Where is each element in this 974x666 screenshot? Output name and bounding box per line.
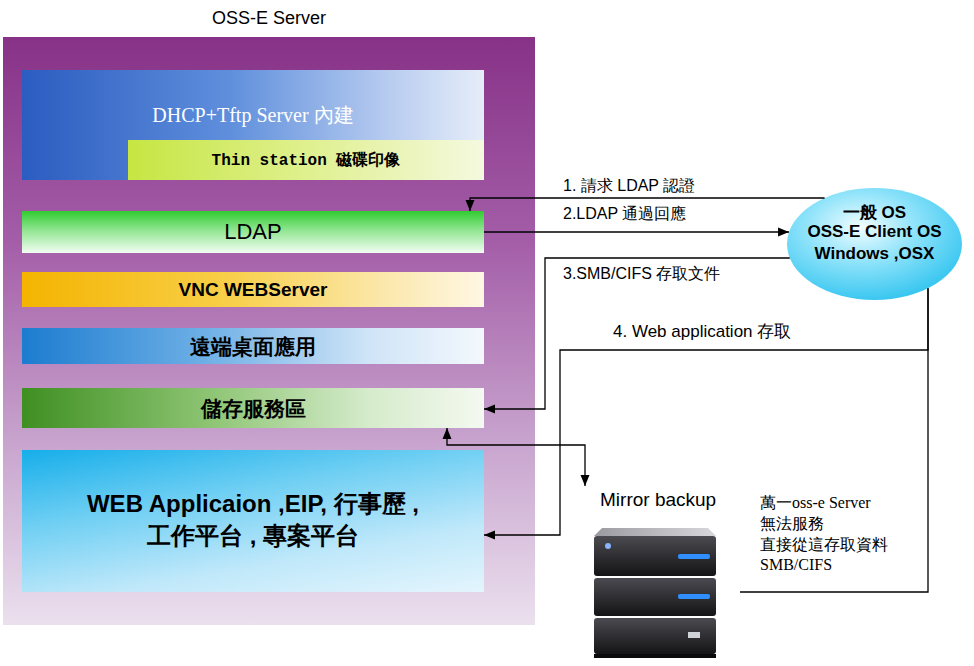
server-illustration bbox=[588, 522, 722, 662]
application-band: WEB Applicaion ,EIP, 行事歷 , 工作平台 , 專案平台 bbox=[22, 450, 484, 592]
server-unit bbox=[594, 578, 716, 616]
service-band: 遠端桌面應用 bbox=[22, 328, 484, 364]
arrow-head bbox=[466, 200, 475, 211]
service-band: VNC WEBServer bbox=[22, 272, 484, 307]
connector-line bbox=[447, 428, 585, 486]
node-text: 一般 OS bbox=[787, 201, 962, 224]
node-text: OSS-E Server bbox=[3, 8, 535, 29]
node-text: Thin station 磁碟印像 bbox=[128, 150, 484, 171]
arrow-head bbox=[484, 531, 495, 540]
server-base bbox=[594, 654, 716, 658]
connector-line bbox=[484, 288, 928, 535]
server-light bbox=[678, 594, 710, 599]
note-text: 萬一oss-e Server 無法服務 直接從這存取資料 SMB/CIFS bbox=[760, 493, 912, 574]
server-top bbox=[594, 528, 716, 536]
ellipse-shape bbox=[787, 188, 962, 300]
connector bbox=[443, 428, 590, 486]
node-text: Mirror backup bbox=[600, 489, 716, 511]
service-band: 儲存服務區 bbox=[22, 388, 484, 428]
service-band: LDAP bbox=[22, 211, 484, 253]
node-text: VNC WEBServer bbox=[22, 279, 484, 301]
edge-label: 4. Web application 存取 bbox=[613, 320, 791, 343]
connector bbox=[484, 228, 789, 237]
arrow-head bbox=[484, 405, 495, 414]
client-ellipse: 一般 OSOSS-E Client OSWindows ,OSX bbox=[787, 188, 962, 300]
service-band: DHCP+Tftp Server 內建 Thin station 磁碟印像 bbox=[22, 70, 484, 180]
edge-label: 1. 請求 LDAP 認證 bbox=[563, 176, 695, 197]
server-port bbox=[688, 632, 700, 638]
server-light bbox=[678, 554, 710, 559]
node-text: 遠端桌面應用 bbox=[22, 333, 484, 361]
node-text: Windows ,OSX bbox=[787, 244, 962, 264]
node-text: OSS-E Client OS bbox=[787, 222, 962, 242]
server-unit bbox=[594, 536, 716, 576]
connector-line bbox=[484, 231, 789, 232]
node-text: DHCP+Tftp Server 內建 bbox=[22, 102, 484, 129]
server-unit bbox=[594, 618, 716, 654]
server-logo bbox=[605, 543, 611, 549]
arrow-head bbox=[443, 428, 452, 439]
arrow-head bbox=[581, 475, 590, 486]
edge-label: 2.LDAP 通過回應 bbox=[563, 204, 686, 225]
arrow-head bbox=[778, 228, 789, 237]
server-container: OSS-E ServerDHCP+Tftp Server 內建Thin stat… bbox=[3, 37, 535, 625]
image-box: Thin station 磁碟印像 bbox=[128, 140, 484, 180]
node-text: LDAP bbox=[22, 219, 484, 245]
node-text: 儲存服務區 bbox=[22, 395, 484, 423]
connector bbox=[484, 288, 928, 539]
edge-label: 3.SMB/CIFS 存取文件 bbox=[563, 264, 720, 285]
node-text: WEB Applicaion ,EIP, 行事歷 , 工作平台 , 專案平台 bbox=[53, 488, 453, 552]
